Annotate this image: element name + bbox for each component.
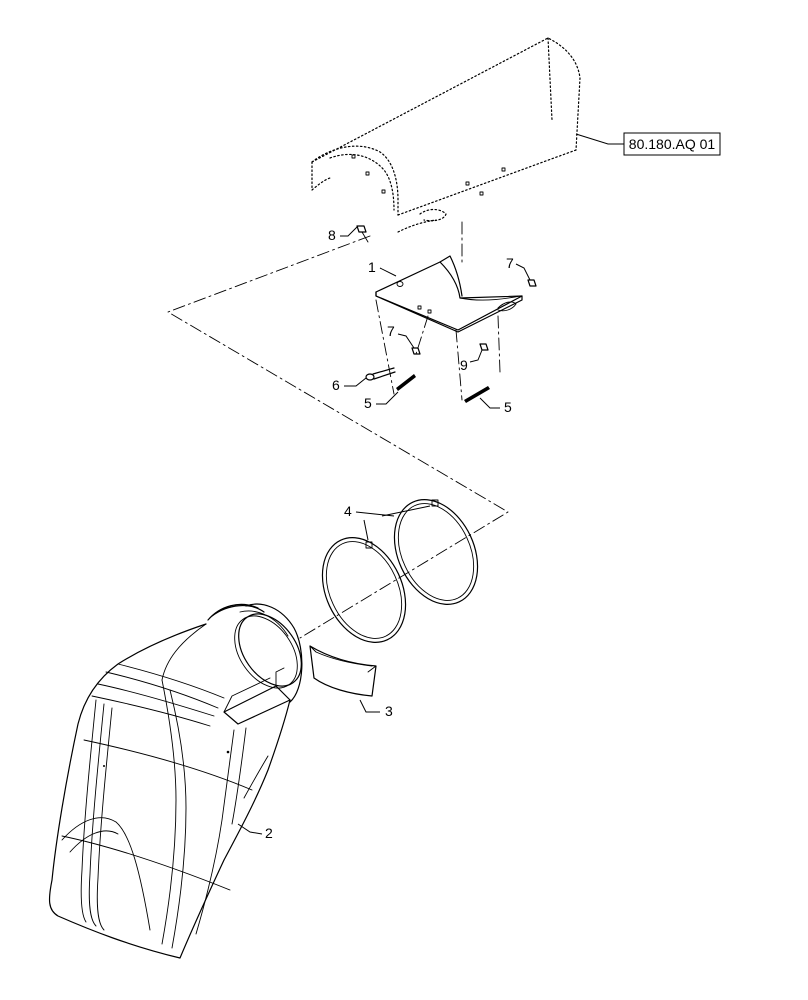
- callout-6: 6: [332, 377, 340, 393]
- strip-part-5-right: [464, 386, 490, 403]
- washer-part-9: [479, 343, 489, 351]
- bracket-part-1: [375, 255, 523, 333]
- callout-5-right: 5: [504, 399, 512, 415]
- spout-part-2: [48, 603, 303, 959]
- callout-9: 9: [460, 357, 468, 373]
- reference-label: 80.180.AQ 01: [575, 132, 721, 156]
- callout-5-left: 5: [364, 395, 372, 411]
- callout-7-right: 7: [506, 255, 514, 271]
- phantom-tube: [311, 37, 581, 233]
- strip-part-5-left: [396, 374, 416, 391]
- callout-3: 3: [385, 703, 393, 719]
- callouts: 1 2 3 4 5 5 6 7 7 8 9: [237, 225, 531, 841]
- bolt-part-8: [356, 225, 369, 243]
- nut-part-7-left: [411, 347, 421, 355]
- callout-2: 2: [265, 825, 273, 841]
- reference-code: 80.180.AQ 01: [629, 136, 716, 152]
- nut-part-7-right: [527, 279, 537, 287]
- callout-7-left: 7: [387, 323, 395, 339]
- alignment-lines: [167, 221, 509, 639]
- bolt-part-6: [365, 367, 396, 381]
- callout-4: 4: [344, 503, 352, 519]
- clamp-rings-part-4: [321, 499, 479, 643]
- pad-part-3: [309, 645, 377, 697]
- callout-8: 8: [328, 227, 336, 243]
- callout-1: 1: [368, 259, 376, 275]
